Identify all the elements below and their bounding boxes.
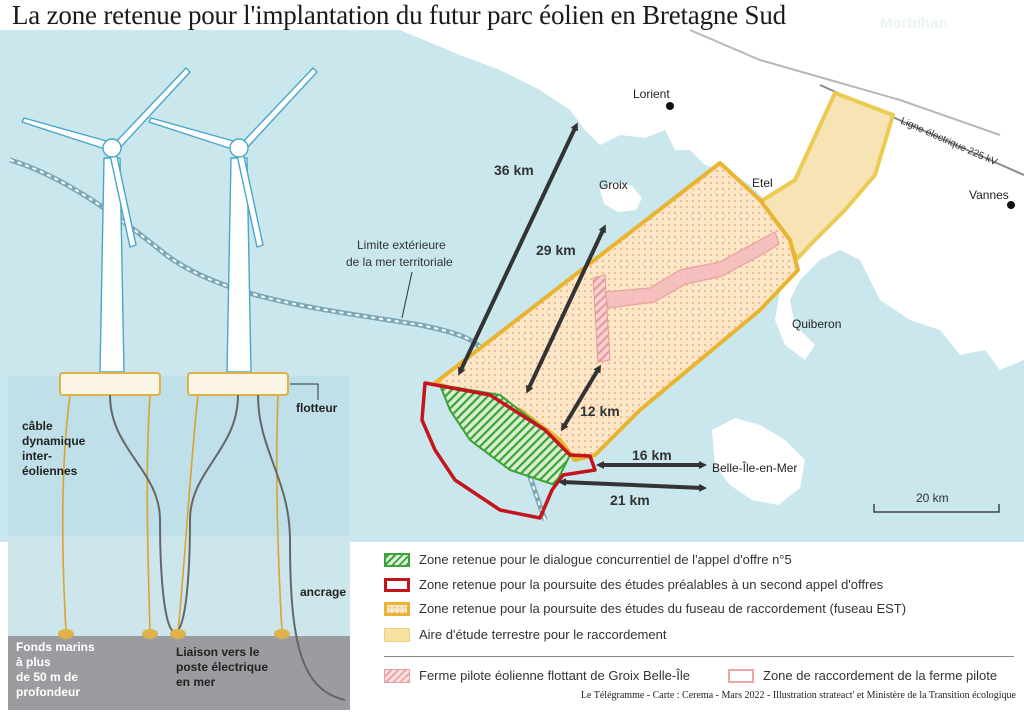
legend-item-red: Zone retenue pour la poursuite des étude… (384, 577, 883, 592)
lorient-dot (666, 102, 674, 110)
seabed-label-2: à plus (16, 655, 51, 669)
vannes-label: Vannes (969, 188, 1009, 202)
ancrage-label: ancrage (300, 585, 346, 599)
seabed-label-3: de 50 m de (16, 670, 78, 684)
seabed (8, 636, 350, 710)
liaison-label-2: poste électrique (176, 660, 268, 674)
legend-label: Ferme pilote éolienne flottant de Groix … (419, 668, 690, 683)
pilot-connection-zone (604, 230, 780, 309)
lorient-label: Lorient (633, 87, 670, 101)
legend-item-orange: Zone retenue pour la poursuite des étude… (384, 601, 906, 616)
legend-label: Aire d'étude terrestre pour le raccordem… (419, 627, 667, 642)
seabed-label-4: profondeur (16, 685, 80, 699)
groix-label: Groix (599, 178, 628, 192)
liaison-label-1: Liaison vers le (176, 645, 260, 659)
legend-label: Zone de raccordement de la ferme pilote (763, 668, 998, 683)
legend-item-pink-hatch: Ferme pilote éolienne flottant de Groix … (384, 668, 690, 683)
seabed-label-1: Fonds marins (16, 640, 95, 654)
cable-label-2: dynamique (22, 434, 86, 448)
scale-bar (873, 504, 1000, 513)
orange-dotted-swatch (384, 601, 410, 616)
arrow-12km (560, 364, 602, 432)
green-hatch-swatch (384, 552, 410, 567)
turbine-1 (21, 67, 191, 373)
floater-1 (59, 372, 161, 396)
scale-label: 20 km (916, 491, 949, 505)
legend-label: Zone retenue pour la poursuite des étude… (419, 601, 907, 616)
distance-36km: 36 km (494, 162, 534, 178)
road-line (689, 29, 1001, 136)
yellow-fill-swatch (384, 627, 410, 642)
groix-island (600, 182, 642, 212)
legend-item-yellow: Aire d'étude terrestre pour le raccordem… (384, 627, 666, 642)
liaison-label-3: en mer (176, 675, 216, 689)
etel-label: Etel (752, 176, 773, 190)
distance-16km: 16 km (632, 447, 672, 463)
cable-label-1: câble (22, 419, 53, 433)
territorial-limit-label-2: de la mer territoriale (346, 255, 453, 269)
morbihan-label: Morbihan (880, 15, 948, 32)
yellow-study-area (753, 91, 895, 260)
pink-hatch-swatch (384, 668, 410, 683)
territorial-limit-pointer (401, 271, 413, 319)
turbine-2 (148, 67, 318, 373)
cable-label-3: inter- (22, 449, 52, 463)
distance-29km: 29 km (536, 242, 576, 258)
legend-label: Zone retenue pour la poursuite des étude… (419, 577, 884, 592)
legend-divider (384, 656, 1014, 657)
flotteur-label: flotteur (296, 401, 338, 415)
red-outline-swatch (384, 577, 410, 592)
orange-corridor-zone (433, 161, 800, 462)
arrow-29km (526, 224, 606, 394)
territorial-limit-label-1: Limite extérieure (357, 238, 446, 252)
belle-ile-island (712, 418, 805, 505)
quiberon-label: Quiberon (792, 317, 841, 331)
belle-ile-label: Belle-Île-en-Mer (712, 460, 797, 475)
page-title: La zone retenue pour l'implantation du f… (12, 0, 786, 30)
anchors (58, 629, 290, 639)
legend-item-green: Zone retenue pour le dialogue concurrent… (384, 552, 792, 567)
arrow-36km (458, 122, 578, 376)
water-upper (8, 376, 350, 536)
legend-label: Zone retenue pour le dialogue concurrent… (419, 552, 792, 567)
pink-outline-swatch (728, 668, 754, 683)
vannes-dot (1007, 201, 1015, 209)
arrow-21km (558, 478, 707, 492)
distance-12km: 12 km (580, 403, 620, 419)
credit-line: Le Télégramme - Carte : Cerema - Mars 20… (580, 690, 1016, 701)
cable-label-4: éoliennes (22, 464, 78, 478)
floater-2 (187, 372, 289, 396)
legend-item-pink-outline: Zone de raccordement de la ferme pilote (728, 668, 997, 683)
red-zone (420, 381, 597, 520)
distance-21km: 21 km (610, 492, 650, 508)
anchor-lines (61, 394, 283, 633)
